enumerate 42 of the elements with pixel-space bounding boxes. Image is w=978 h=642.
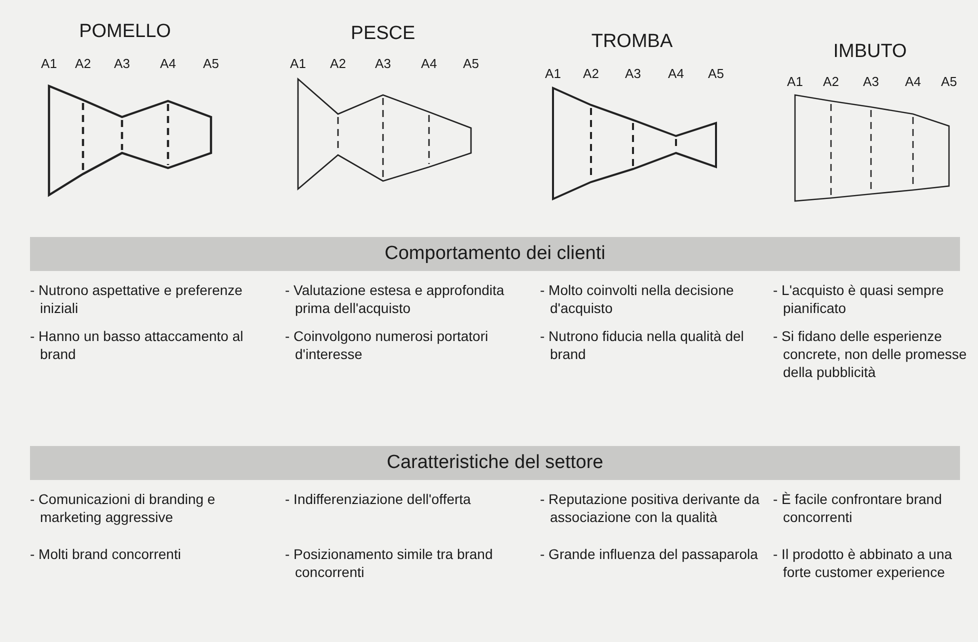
bullet-text: - È facile confrontare brand concorrenti [773, 490, 943, 526]
bullet-text: - Il prodotto è abbinato a una forte customer experience [773, 545, 954, 581]
section-label: A3 [375, 56, 391, 71]
section-label: A4 [421, 56, 437, 71]
bullet-text: - Nutrono aspettative e preferenze iniziali [30, 281, 244, 317]
section-label: A5 [708, 66, 724, 81]
bullet-text: - Molti brand concorrenti [30, 545, 182, 563]
bullet-text: - Reputazione positiva derivante da associazione con la qualità [540, 490, 760, 526]
bullet-text: - Comunicazioni di branding e marketing aggressive [30, 490, 216, 526]
bullet-text: - Valutazione estesa e approfondita prima dell'acquisto [285, 281, 506, 317]
shape-title: TROMBA [591, 31, 673, 53]
section-label: A1 [545, 66, 561, 81]
section-label: A1 [41, 56, 57, 71]
section-label: A3 [863, 74, 879, 89]
section-label: A4 [160, 56, 176, 71]
bullet-text: - Nutrono fiducia nella qualità del brand [540, 327, 745, 363]
shape-title: POMELLO [79, 21, 171, 43]
bullet-text: - Molto coinvolti nella decisione d'acquisto [540, 281, 735, 317]
bullet-text: - Indifferenziazione dell'offerta [285, 490, 472, 508]
bullet-text: - Grande influenza del passaparola [540, 545, 759, 563]
bullet-text: - Hanno un basso attaccamento al brand [30, 327, 244, 363]
section-label: A5 [463, 56, 479, 71]
section-label: A1 [787, 74, 803, 89]
section-label: A3 [114, 56, 130, 71]
section-label: A4 [668, 66, 684, 81]
shape-title: PESCE [350, 23, 416, 45]
section-label: A2 [823, 74, 839, 89]
section-label: A2 [583, 66, 599, 81]
section-label: A5 [203, 56, 219, 71]
section-label: A2 [330, 56, 346, 71]
section-label: A4 [905, 74, 921, 89]
section-header-band: Caratteristiche del settore [30, 446, 960, 480]
section-label: A1 [290, 56, 306, 71]
section-label: A3 [625, 66, 641, 81]
bullet-text: - L'acquisto è quasi sempre pianificato [773, 281, 945, 317]
bullet-text: - Posizionamento simile tra brand concorrenti [285, 545, 494, 581]
section-label: A5 [941, 74, 957, 89]
bullet-text: - Si fidano delle esperienze concrete, non delle promesse della pubblicità [773, 327, 968, 381]
bullet-text: - Coinvolgono numerosi portatori d'interesse [285, 327, 490, 363]
section-header-band: Comportamento dei clienti [30, 237, 960, 271]
section-label: A2 [75, 56, 91, 71]
shape-title: IMBUTO [833, 41, 907, 63]
